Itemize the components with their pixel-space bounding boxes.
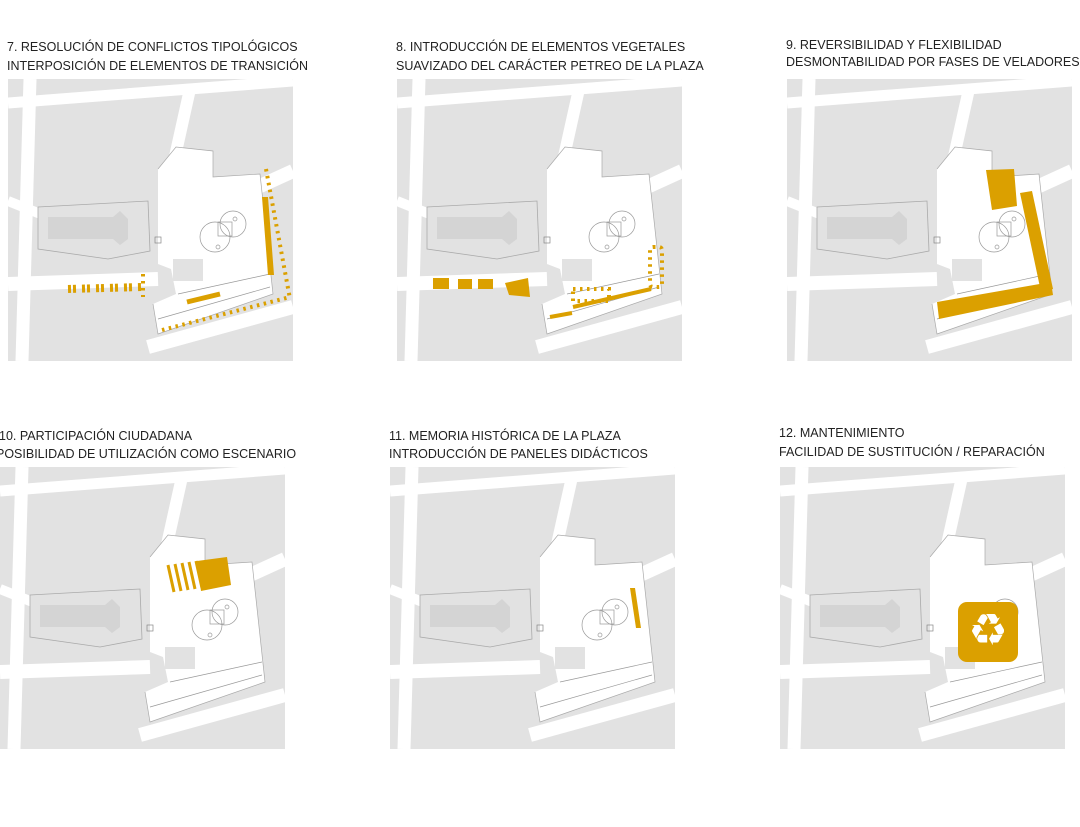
- site-plan: [397, 79, 682, 361]
- site-plan: [390, 467, 675, 749]
- site-plan: ♻: [780, 467, 1065, 749]
- panel-title: 12. MANTENIMIENTO: [779, 426, 905, 440]
- panel-subtitle: INTRODUCCIÓN DE PANELES DIDÁCTICOS: [389, 447, 648, 461]
- transition-elements: [67, 168, 292, 332]
- terrace-phases: [937, 169, 1053, 319]
- panel-title: 10. PARTICIPACIÓN CIUDADANA: [0, 429, 193, 443]
- panel-title: 9. REVERSIBILIDAD Y FLEXIBILIDAD: [786, 38, 1002, 52]
- panel-title: 8. INTRODUCCIÓN DE ELEMENTOS VEGETALES: [396, 40, 686, 54]
- panel-title: 11. MEMORIA HISTÓRICA DE LA PLAZA: [389, 429, 621, 443]
- panel-title: 7. RESOLUCIÓN DE CONFLICTOS TIPOLÓGICOS: [7, 40, 298, 54]
- panel-subtitle: POSIBILIDAD DE UTILIZACIÓN COMO ESCENARI…: [0, 447, 297, 461]
- site-plan: [8, 79, 293, 361]
- panel-subtitle: INTERPOSICIÓN DE ELEMENTOS DE TRANSICIÓN: [7, 59, 308, 73]
- recycle-icon: ♻: [958, 602, 1018, 662]
- panel-subtitle: FACILIDAD DE SUSTITUCIÓN / REPARACIÓN: [779, 445, 1045, 459]
- panel-subtitle: DESMONTABILIDAD POR FASES DE VELADORES: [786, 55, 1080, 69]
- site-plan: [0, 467, 285, 749]
- didactic-panel: [630, 588, 641, 628]
- vegetation-elements: [433, 245, 664, 319]
- stage-area: [166, 557, 231, 593]
- svg-text:♻: ♻: [968, 605, 1007, 656]
- panel-subtitle: SUAVIZADO DEL CARÁCTER PETREO DE LA PLAZ…: [396, 59, 704, 73]
- site-plan: [787, 79, 1072, 361]
